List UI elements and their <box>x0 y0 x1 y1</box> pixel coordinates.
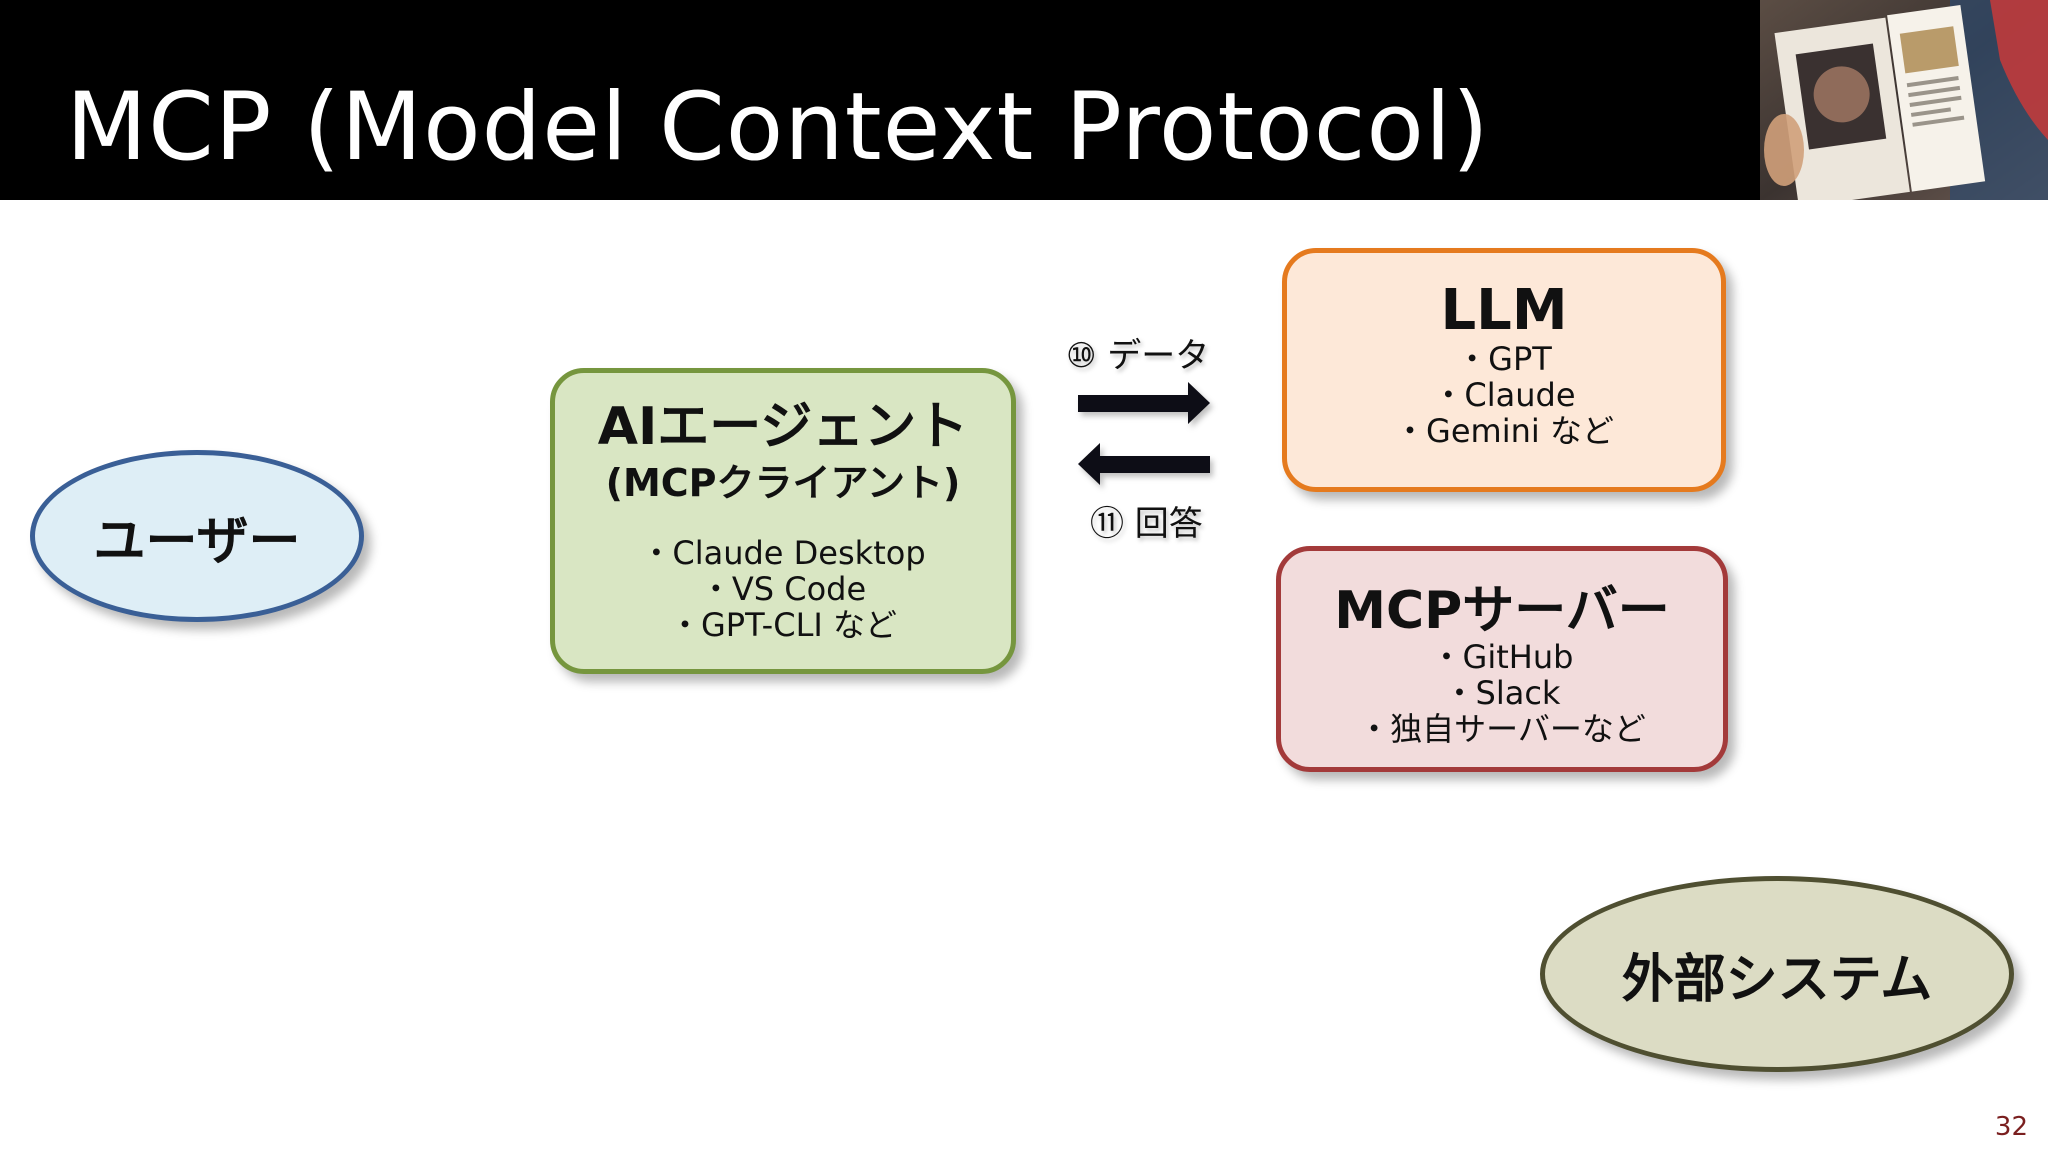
ai-agent-title: AIエージェント <box>597 397 969 457</box>
ai-agent-subtitle: (MCPクライアント) <box>605 461 961 505</box>
external-system-node: 外部システム <box>1540 876 2014 1072</box>
mcp-server-node: MCPサーバー ・GitHub ・Slack ・独自サーバーなど <box>1276 546 1728 772</box>
llm-bullets: ・GPT ・Claude ・Gemini など <box>1287 341 1721 449</box>
speaker-photo-icon <box>1760 0 2048 200</box>
speaker-camera-thumbnail <box>1760 0 2048 200</box>
llm-node: LLM ・GPT ・Claude ・Gemini など <box>1282 248 1726 492</box>
ai-agent-bullet: ・GPT-CLI など <box>668 606 898 644</box>
slide-title: MCP (Model Context Protocol) <box>66 73 1490 182</box>
mcp-server-bullet: ・独自サーバーなど <box>1358 710 1646 748</box>
page-number: 32 <box>1994 1112 2028 1142</box>
mcp-server-bullets: ・GitHub ・Slack ・独自サーバーなど <box>1281 639 1723 747</box>
external-system-label: 外部システム <box>1621 949 1933 1010</box>
mcp-server-title: MCPサーバー <box>1334 581 1670 641</box>
mcp-server-bullet: ・GitHub <box>1430 638 1574 676</box>
ai-agent-bullets: ・Claude Desktop ・VS Code ・GPT-CLI など <box>555 535 1011 643</box>
edge-label-answer: ⑪ 回答 <box>1090 504 1203 544</box>
mcp-server-bullet: ・Slack <box>1443 674 1561 712</box>
edge-label-data: ⑩ データ <box>1066 336 1210 376</box>
llm-bullet: ・Gemini など <box>1394 412 1614 450</box>
llm-title: LLM <box>1440 278 1568 343</box>
llm-bullet: ・GPT <box>1456 340 1552 378</box>
ai-agent-bullet: ・Claude Desktop <box>640 534 926 572</box>
ai-agent-bullet: ・VS Code <box>699 570 867 608</box>
arrow-right-icon <box>1078 382 1210 424</box>
title-bar: MCP (Model Context Protocol) <box>0 0 2048 200</box>
arrow-left-icon <box>1078 443 1210 485</box>
ai-agent-node: AIエージェント (MCPクライアント) ・Claude Desktop ・VS… <box>550 368 1016 674</box>
user-label: ユーザー <box>93 511 301 572</box>
llm-bullet: ・Claude <box>1432 376 1576 414</box>
user-node: ユーザー <box>30 450 364 622</box>
